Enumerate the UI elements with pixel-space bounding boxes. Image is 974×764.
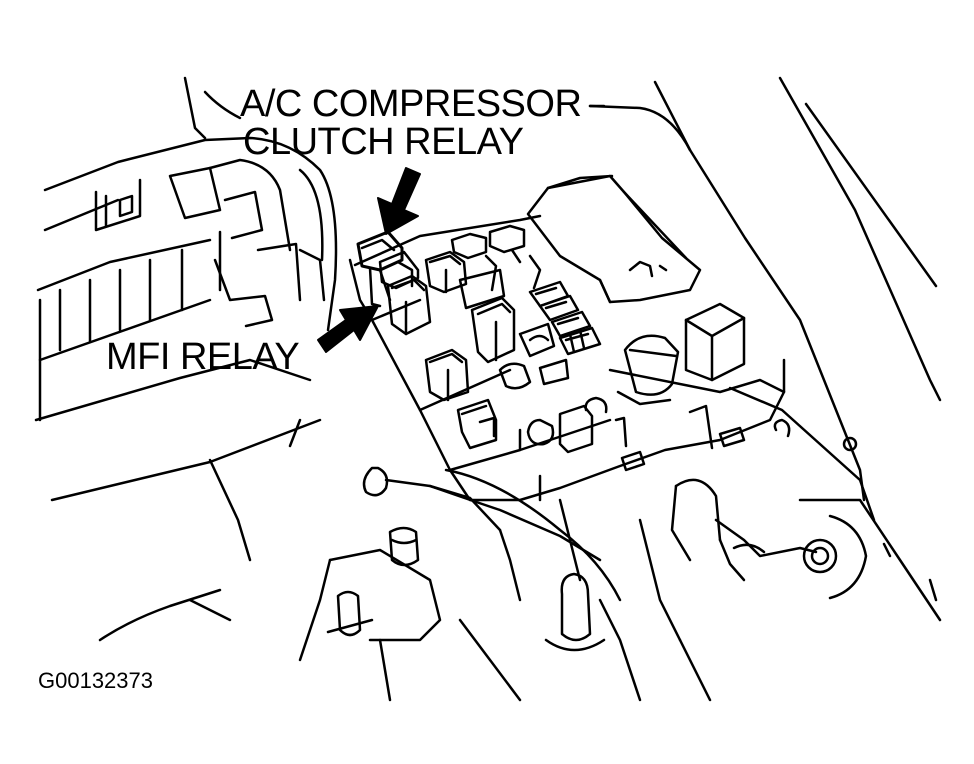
mfi-relay-label: MFI RELAY [106,336,300,378]
relay-fuse-box [348,174,791,502]
ac-compressor-relay-label-line1: A/C COMPRESSOR [240,83,582,125]
air-cleaner-housing [34,136,338,642]
ac-compressor-relay-label-line2: CLUTCH RELAY [243,121,524,163]
engine-lower-details [298,466,868,702]
arrow-down-icon [377,167,421,235]
body-outline [183,76,942,622]
figure-id-label: G00132373 [38,668,153,693]
arrow-right-icon [317,305,379,353]
